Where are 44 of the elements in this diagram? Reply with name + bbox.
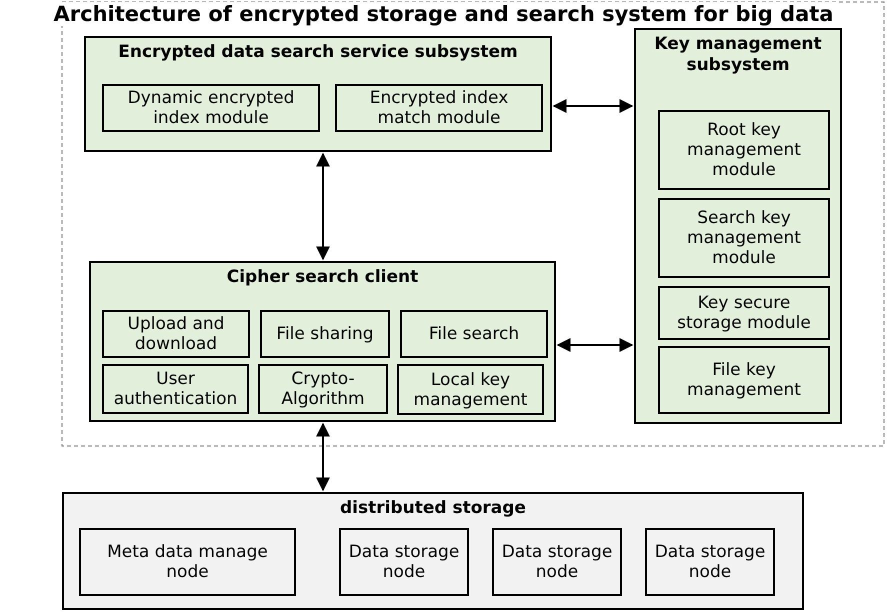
module-box (658, 198, 830, 278)
double-arrow (556, 338, 634, 352)
module-box (260, 310, 390, 358)
module-box (102, 310, 250, 358)
double-arrow (552, 99, 634, 113)
module-label: Encrypted index match module (368, 88, 510, 128)
module-box (102, 84, 320, 132)
subsystem-title: Encrypted data search service subsystem (117, 42, 519, 63)
module-box (339, 528, 469, 596)
double-arrow (316, 152, 330, 260)
module-box (335, 84, 543, 132)
module-box (658, 110, 830, 190)
module-label: Data storage node (500, 542, 614, 582)
module-box (79, 528, 296, 596)
module-box (658, 286, 830, 340)
module-label: Data storage node (654, 542, 766, 582)
module-box (397, 364, 544, 415)
subsystem-box (89, 261, 556, 422)
module-label: Root key management module (686, 120, 802, 180)
module-label: Upload and download (126, 314, 226, 354)
module-box (400, 310, 548, 358)
subsystem-title: distributed storage (339, 498, 527, 519)
module-label: Meta data manage node (106, 542, 269, 582)
module-box (658, 346, 830, 414)
module-box (258, 364, 388, 414)
subsystem-title: Key management subsystem (653, 34, 823, 76)
module-box (102, 364, 249, 414)
module-label: User authentication (112, 369, 238, 409)
module-label: Data storage node (348, 542, 460, 582)
module-label: File sharing (275, 324, 375, 344)
subsystem-box (634, 28, 842, 424)
module-label: Key secure storage module (676, 293, 812, 333)
module-label: File key management (686, 360, 802, 400)
module-box (645, 528, 775, 596)
module-label: Dynamic encrypted index module (126, 88, 296, 128)
module-box (492, 528, 622, 596)
subsystem-box (62, 492, 804, 610)
subsystem-box (84, 36, 552, 152)
module-label: Search key management module (686, 208, 802, 268)
module-label: Local key management (412, 370, 528, 410)
module-label: File search (428, 324, 520, 344)
subsystem-title: Cipher search client (226, 267, 420, 288)
module-label: Crypto-Algorithm (280, 369, 366, 409)
double-arrow (316, 422, 330, 492)
